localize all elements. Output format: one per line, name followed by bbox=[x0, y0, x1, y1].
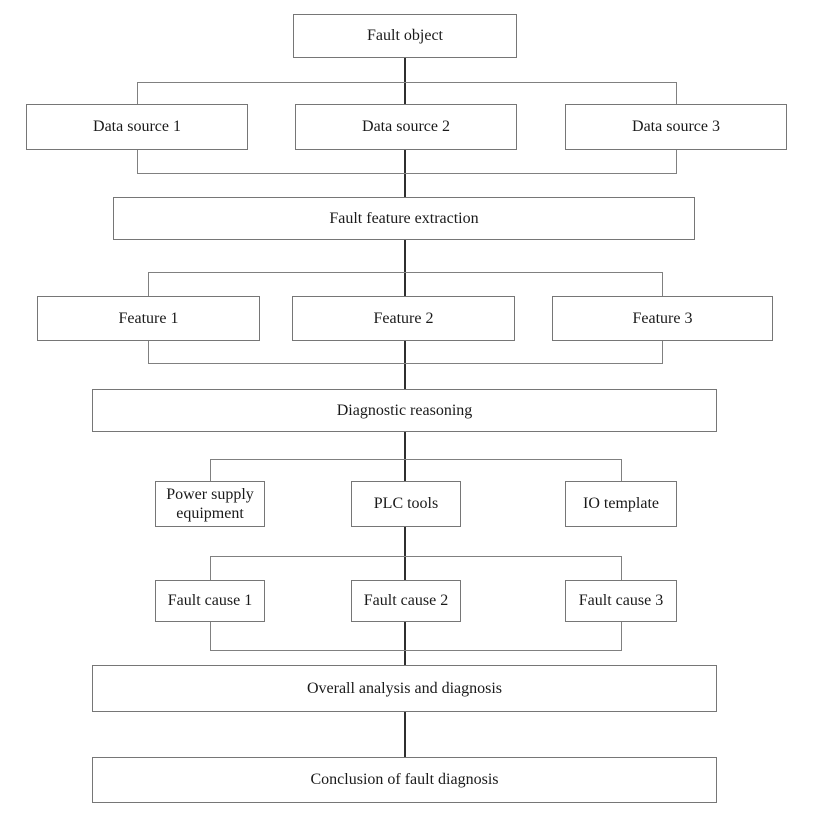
connector-bracket1-bottom bbox=[137, 173, 677, 174]
node-data-source-1: Data source 1 bbox=[26, 104, 248, 150]
connector-bracket4-top bbox=[210, 556, 622, 557]
connector-bracket2-bottom bbox=[148, 363, 663, 364]
connector-bracket4-bottom bbox=[210, 650, 622, 651]
connector-bracket2-top bbox=[148, 272, 663, 273]
connector-bracket1-top bbox=[137, 82, 677, 83]
node-fault-cause-1: Fault cause 1 bbox=[155, 580, 265, 622]
node-io-template: IO template bbox=[565, 481, 677, 527]
node-fault-cause-2: Fault cause 2 bbox=[351, 580, 461, 622]
node-diagnostic-reasoning: Diagnostic reasoning bbox=[92, 389, 717, 432]
node-fault-feature-extraction: Fault feature extraction bbox=[113, 197, 695, 240]
node-data-source-3: Data source 3 bbox=[565, 104, 787, 150]
node-plc-tools: PLC tools bbox=[351, 481, 461, 527]
node-data-source-2: Data source 2 bbox=[295, 104, 517, 150]
connector-bracket3-right bbox=[621, 459, 622, 483]
node-overall-analysis: Overall analysis and diagnosis bbox=[92, 665, 717, 712]
node-fault-object: Fault object bbox=[293, 14, 517, 58]
node-feature-3: Feature 3 bbox=[552, 296, 773, 341]
node-fault-cause-3: Fault cause 3 bbox=[565, 580, 677, 622]
node-feature-2: Feature 2 bbox=[292, 296, 515, 341]
connector-bracket3-top bbox=[210, 459, 622, 460]
node-conclusion: Conclusion of fault diagnosis bbox=[92, 757, 717, 803]
node-feature-1: Feature 1 bbox=[37, 296, 260, 341]
node-power-supply-equipment: Power supply equipment bbox=[155, 481, 265, 527]
connector-bracket3-left bbox=[210, 459, 211, 483]
